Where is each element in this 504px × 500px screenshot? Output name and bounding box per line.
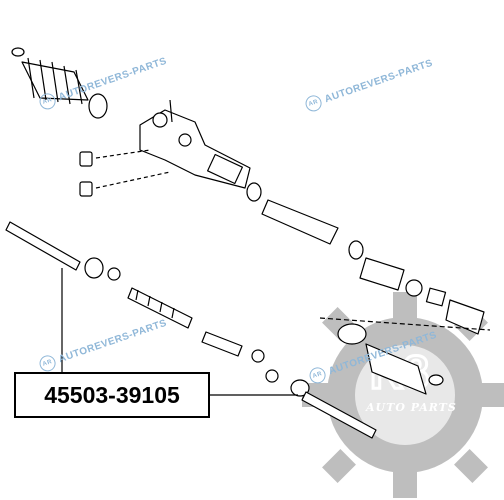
right-boot [337, 323, 444, 395]
rack-tube [246, 182, 491, 335]
part-number-label: 45503-39105 [14, 372, 210, 418]
steering-rack-housing [139, 99, 251, 189]
inner-tie-rod [5, 221, 279, 383]
left-boot [11, 47, 108, 119]
leader-lines [61, 268, 298, 396]
brand-subtext: AUTO PARTS [366, 401, 457, 414]
tie-rod-end-part [290, 379, 377, 439]
mount-bushings [79, 149, 171, 197]
